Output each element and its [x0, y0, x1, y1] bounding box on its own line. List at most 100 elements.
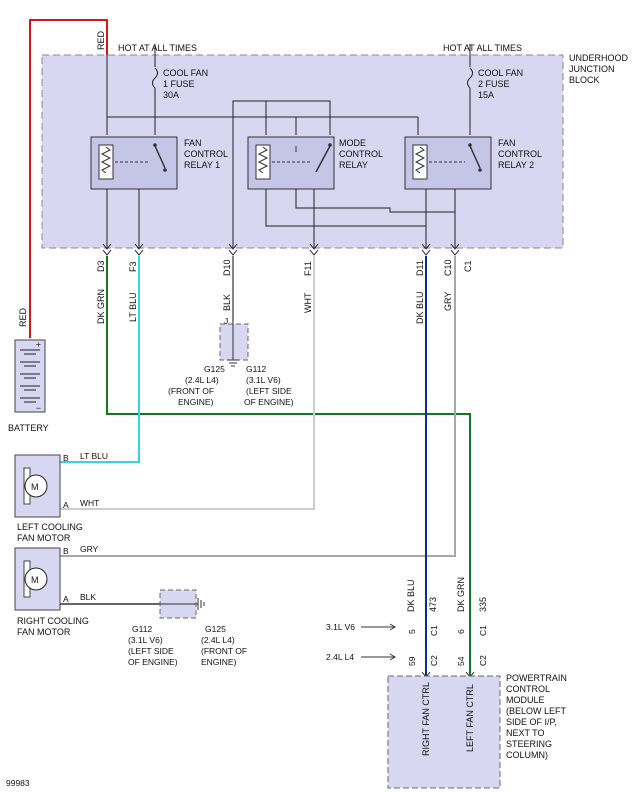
fuse2-label-2: 2 FUSE: [478, 79, 510, 89]
fuse1-label-3: 30A: [163, 90, 179, 100]
pin-d10: D10: [222, 259, 232, 276]
pcm-left-fan-ctrl: LEFT FAN CTRL: [465, 684, 475, 752]
ground-top-left-1: G125: [204, 364, 225, 374]
junction-block-label-1: UNDERHOOD: [569, 53, 629, 63]
relay2-pivot: [468, 143, 472, 147]
relay1-contact: [154, 145, 166, 169]
relay2-label-2: CONTROL: [498, 149, 542, 159]
pcm-conn-v6-right: C1: [478, 625, 488, 636]
pin-d3: D3: [96, 260, 106, 272]
powertrain-control-module: [387, 675, 501, 789]
mode-relay-pivot: [328, 143, 332, 147]
relay1-contact-pivot: [153, 143, 157, 147]
wire-label-red-top: RED: [96, 30, 106, 50]
relay1-coil-symbol: [100, 146, 112, 174]
mode-relay-ground-bus: [232, 100, 331, 248]
left-motor-icon: [24, 474, 48, 498]
figure-id: 99983: [6, 778, 30, 788]
wire-label-red-battery: RED: [18, 307, 28, 327]
left-motor-wire-b: LT BLU: [80, 451, 108, 461]
left-motor-wire-a: WHT: [80, 498, 99, 508]
ground-bottom-left-3: (LEFT SIDE: [128, 646, 174, 656]
ground-top-right-2: (3.1L V6): [246, 375, 281, 385]
junction-block-label-2: JUNCTION: [569, 64, 615, 74]
wire-label-lt-blu: LT BLU: [128, 292, 138, 322]
pin-f3: F3: [128, 261, 138, 272]
ground-bottom-left-2: (3.1L V6): [128, 635, 163, 645]
mode-relay-label-3: RELAY: [339, 160, 368, 170]
pcm-conn-v6-left: C1: [429, 625, 439, 636]
gry-wire: [60, 256, 456, 557]
engine-label-v6: 3.1L V6: [326, 622, 355, 632]
relay1-label-2: CONTROL: [184, 149, 228, 159]
pcm-wire-dk-blu: DK BLU: [406, 579, 416, 612]
wire-label-wht: WHT: [303, 292, 313, 313]
fuse2-label-1: COOL FAN: [478, 68, 523, 78]
relay2-contact-point: [478, 168, 482, 172]
right-motor-pin-a: A: [63, 594, 69, 604]
ground-top-right-4: OF ENGINE): [244, 397, 294, 407]
wire-label-blk: BLK: [222, 294, 232, 311]
ground-bottom-right-2: (2.4L L4): [201, 635, 235, 645]
relay1-contact-point: [163, 168, 167, 172]
left-motor-symbol: M: [31, 482, 39, 492]
ground-splice-block: [219, 323, 249, 361]
pcm-label-5: SIDE OF I/P,: [506, 717, 557, 727]
relay2-coil-symbol: [414, 146, 426, 174]
pcm-conn-l4-right: C2: [478, 655, 488, 666]
battery: [14, 339, 46, 413]
left-motor-pin-b: B: [63, 453, 69, 463]
fuse1-symbol: [152, 67, 158, 89]
relay2-label-3: RELAY 2: [498, 160, 534, 170]
right-motor-icon: [24, 567, 48, 591]
connector-terminals: [102, 243, 460, 256]
ground-bottom-icon: [197, 598, 205, 610]
ground-bottom-right-4: ENGINE): [201, 657, 237, 667]
fuse1-label-1: COOL FAN: [163, 68, 208, 78]
left-motor-label-1: LEFT COOLING: [17, 522, 83, 532]
ground-top-right-1: G112: [246, 364, 266, 374]
pcm-conn-l4-left: C2: [429, 655, 439, 666]
battery-minus-icon: −: [36, 403, 41, 413]
pcm-label-8: COLUMN): [506, 750, 548, 760]
relay1-label-3: RELAY 1: [184, 160, 220, 170]
lt-blu-wire: [60, 256, 140, 463]
fuse1-label-2: 1 FUSE: [163, 79, 195, 89]
relay2-contact: [469, 145, 481, 169]
engine-l4-arrowhead: [389, 653, 396, 661]
pcm-pin-v6-left: 5: [407, 629, 417, 634]
mode-relay-out-c10: [295, 189, 456, 248]
battery-cells-icon: [20, 349, 40, 403]
fuse2-label-3: 15A: [478, 90, 494, 100]
pcm-label-2: CONTROL: [506, 684, 550, 694]
pcm-right-fan-ctrl: RIGHT FAN CTRL: [421, 682, 431, 756]
right-motor-symbol: M: [31, 575, 39, 585]
hot-at-all-times-right: HOT AT ALL TIMES: [443, 43, 522, 53]
pcm-label-7: STEERING: [506, 739, 552, 749]
mode-relay-label-2: CONTROL: [339, 149, 383, 159]
mode-relay-coil-symbol: [257, 146, 269, 174]
mode-relay-contact: [315, 145, 331, 173]
battery-plus-icon: +: [36, 339, 41, 349]
ground-top-left-3: (FRONT OF: [168, 386, 214, 396]
red-battery-wire: [29, 19, 108, 338]
ground-bottom-right-1: G125: [205, 624, 226, 634]
pin-d11: D11: [415, 260, 425, 276]
relay1-label-1: FAN: [184, 138, 202, 148]
right-motor-pin-b: B: [63, 546, 69, 556]
pin-c10: C10: [443, 259, 453, 276]
pcm-circuit-335: 335: [478, 597, 488, 612]
pcm-circuit-473: 473: [428, 597, 438, 612]
left-motor-label-2: FAN MOTOR: [17, 533, 71, 543]
wht-wire: [60, 256, 315, 510]
ground-bottom-left-1: G112: [132, 624, 152, 634]
wire-label-dk-grn: DK GRN: [96, 289, 106, 324]
wire-label-gry: GRY: [443, 292, 453, 311]
dk-grn-wire: [106, 256, 471, 676]
mode-relay-label-1: MODE: [339, 138, 366, 148]
pcm-pin-l4-left: 59: [407, 656, 417, 666]
pcm-pin-v6-right: 6: [456, 629, 466, 634]
right-motor-wire-a: BLK: [80, 592, 96, 602]
engine-v6-arrowhead: [389, 623, 396, 631]
